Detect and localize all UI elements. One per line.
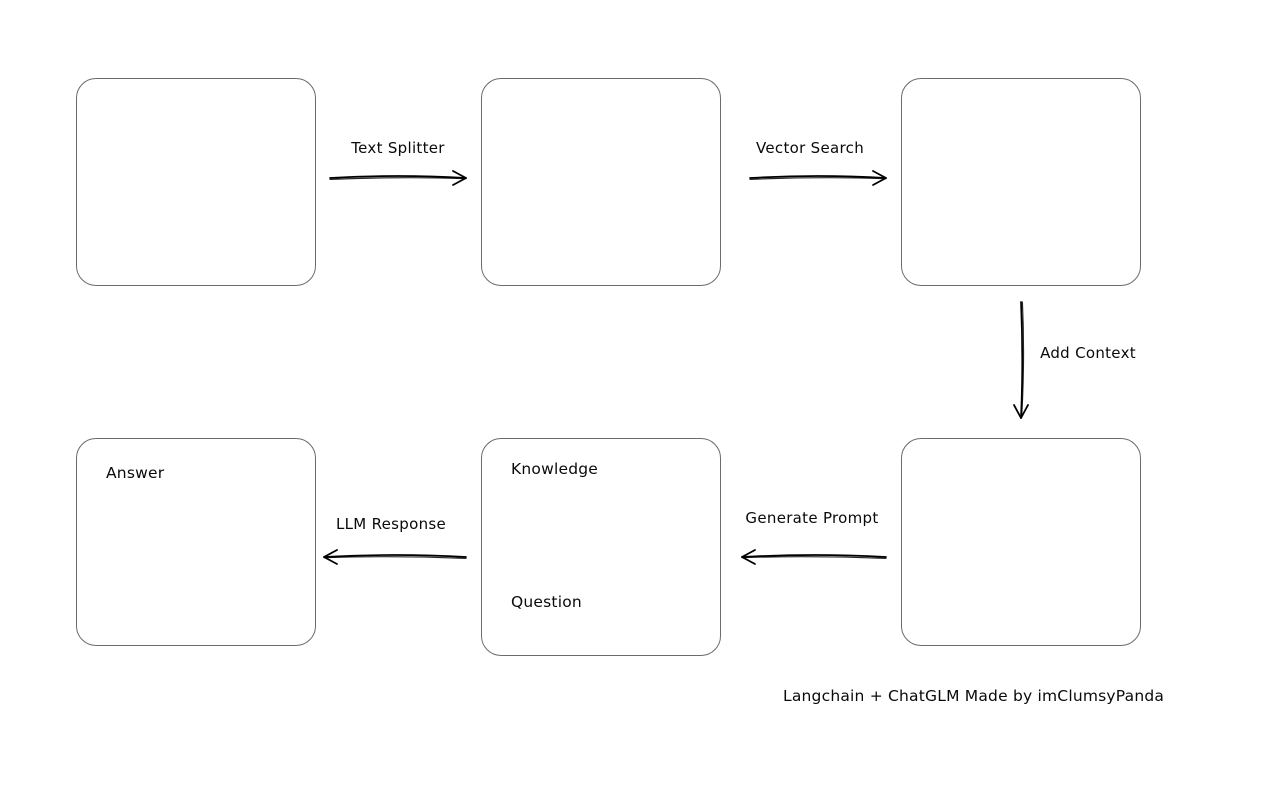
arrow-vector-search-label: Vector Search [756,139,864,157]
answer-box [76,438,316,646]
arrow-add-context-shaft-a [1020,301,1024,419]
arrow-generate-prompt-shaft-a [741,554,887,558]
arrow-generate-prompt [741,549,887,565]
arrow-vector-search-head [872,170,887,186]
arrow-generate-prompt-label: Generate Prompt [745,509,879,527]
arrow-vector-search-shaft-b [749,177,887,180]
arrow-vector-search-shaft-a [749,175,887,179]
context-added-chunks-box [901,438,1141,646]
arrow-generate-prompt-head [741,549,756,565]
arrow-text-splitter-shaft-a [329,175,467,179]
arrow-add-context-shaft-b [1021,301,1025,419]
arrow-text-splitter-shaft-b [329,177,467,180]
arrow-add-context-head [1013,404,1029,419]
arrow-add-context-label: Add Context [1040,344,1136,362]
split-chunks-box [481,78,721,286]
prompt-box [481,438,721,656]
arrow-add-context [1013,301,1029,419]
arrow-llm-response-shaft-b [323,556,467,559]
answer-box-title: Answer [106,464,165,482]
arrow-llm-response-shaft-a [323,554,467,558]
source-document-box [76,78,316,286]
arrow-vector-search [749,170,887,186]
arrow-llm-response-head [323,549,338,565]
arrow-llm-response-label: LLM Response [335,515,447,533]
vector-matched-chunks-box [901,78,1141,286]
arrow-generate-prompt-shaft-b [741,556,887,559]
arrow-llm-response [323,549,467,565]
arrow-text-splitter-head [452,170,467,186]
arrow-text-splitter-label: Text Splitter [351,139,445,157]
footer-credit: Langchain + ChatGLM Made by imClumsyPand… [783,687,1165,705]
prompt-box-heading-knowledge: Knowledge [511,460,599,478]
prompt-box-heading-question: Question [511,593,582,611]
arrow-text-splitter [329,170,467,186]
